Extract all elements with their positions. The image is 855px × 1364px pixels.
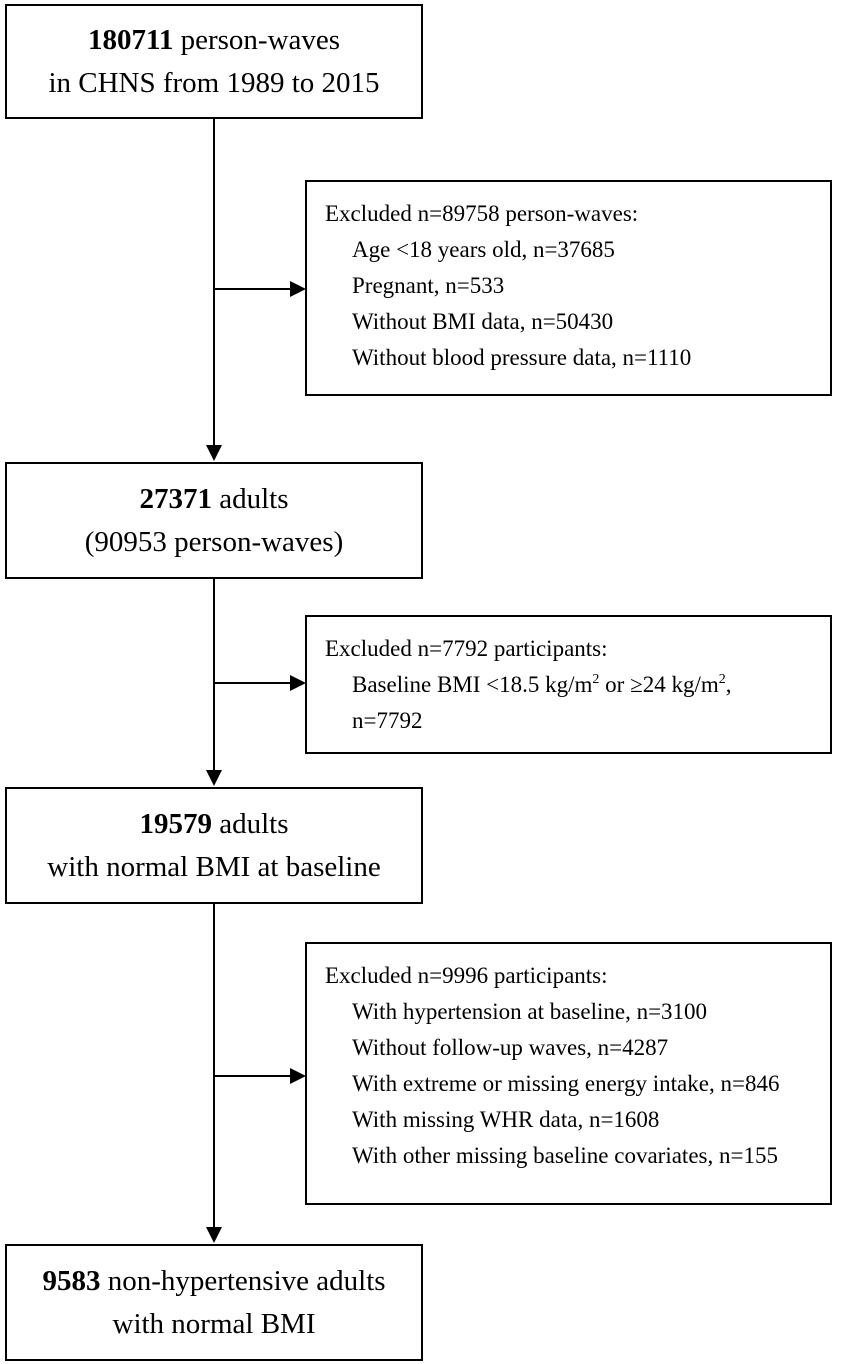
normal-bmi-line-1: 19579 adults (139, 803, 288, 846)
exclusion-box-1: Excluded n=89758 person-waves: Age <18 y… (305, 180, 832, 396)
start-label: person-waves (173, 23, 341, 56)
normal-bmi-box: 19579 adults with normal BMI at baseline (5, 787, 423, 904)
final-label: non-hypertensive adults (100, 1264, 386, 1297)
adults-count: 27371 (139, 482, 212, 515)
arrow-right-2 (290, 675, 306, 691)
exclusion-3-heading: Excluded n=9996 participants: (325, 963, 608, 988)
exclusion-1-item: Age <18 years old, n=37685 (352, 237, 615, 262)
exclusion-1-item: Without blood pressure data, n=1110 (352, 345, 692, 370)
exclusion-2-item-part1: Baseline BMI <18.5 kg/m (352, 672, 593, 697)
exclusion-2-item-line2: n=7792 (352, 708, 423, 733)
exclusion-1-item: Pregnant, n=533 (352, 273, 505, 298)
normal-bmi-label: adults (211, 807, 289, 840)
arrow-right-3 (290, 1068, 306, 1084)
exclusion-1-heading: Excluded n=89758 person-waves: (325, 201, 639, 226)
adults-line-2: (90953 person-waves) (84, 525, 344, 558)
arrow-down-2 (206, 770, 222, 786)
exclusion-3-item: Without follow-up waves, n=4287 (352, 1035, 669, 1060)
exclusion-2-item-sup1: 2 (592, 672, 600, 687)
exclusion-2-item-sup2: 2 (718, 672, 726, 687)
arrow-down-3 (206, 1227, 222, 1243)
final-line-2: with normal BMI (112, 1307, 316, 1340)
arrow-down-1 (206, 445, 222, 461)
exclusion-3-item: With missing WHR data, n=1608 (352, 1107, 660, 1132)
exclusion-3-item: With extreme or missing energy intake, n… (352, 1071, 780, 1096)
final-box: 9583 non-hypertensive adults with normal… (5, 1244, 423, 1361)
final-line-1: 9583 non-hypertensive adults (42, 1260, 385, 1303)
normal-bmi-line-2: with normal BMI at baseline (47, 850, 381, 883)
exclusion-2-item-part3: , (725, 672, 732, 697)
exclusion-2-item-part2: or ≥24 kg/m (599, 672, 719, 697)
exclusion-1-item: Without BMI data, n=50430 (352, 309, 614, 334)
exclusion-box-2: Excluded n=7792 participants: Baseline B… (305, 615, 832, 754)
normal-bmi-count: 19579 (139, 807, 212, 840)
final-count: 9583 (42, 1264, 101, 1297)
adults-label: adults (211, 482, 289, 515)
start-box: 180711 person-waves in CHNS from 1989 to… (5, 4, 423, 119)
start-line-1: 180711 person-waves (88, 19, 340, 62)
adults-line-1: 27371 adults (139, 478, 288, 521)
exclusion-3-item: With hypertension at baseline, n=3100 (352, 999, 708, 1024)
exclusion-2-heading: Excluded n=7792 participants: (325, 636, 608, 661)
start-count: 180711 (87, 23, 174, 56)
exclusion-2-item: Baseline BMI <18.5 kg/m2 or ≥24 kg/m2, (325, 667, 830, 703)
adults-box: 27371 adults (90953 person-waves) (5, 462, 423, 579)
start-line-2: in CHNS from 1989 to 2015 (48, 66, 380, 99)
exclusion-3-item: With other missing baseline covariates, … (352, 1143, 778, 1168)
arrow-right-1 (290, 281, 306, 297)
exclusion-box-3: Excluded n=9996 participants: With hyper… (305, 942, 832, 1205)
